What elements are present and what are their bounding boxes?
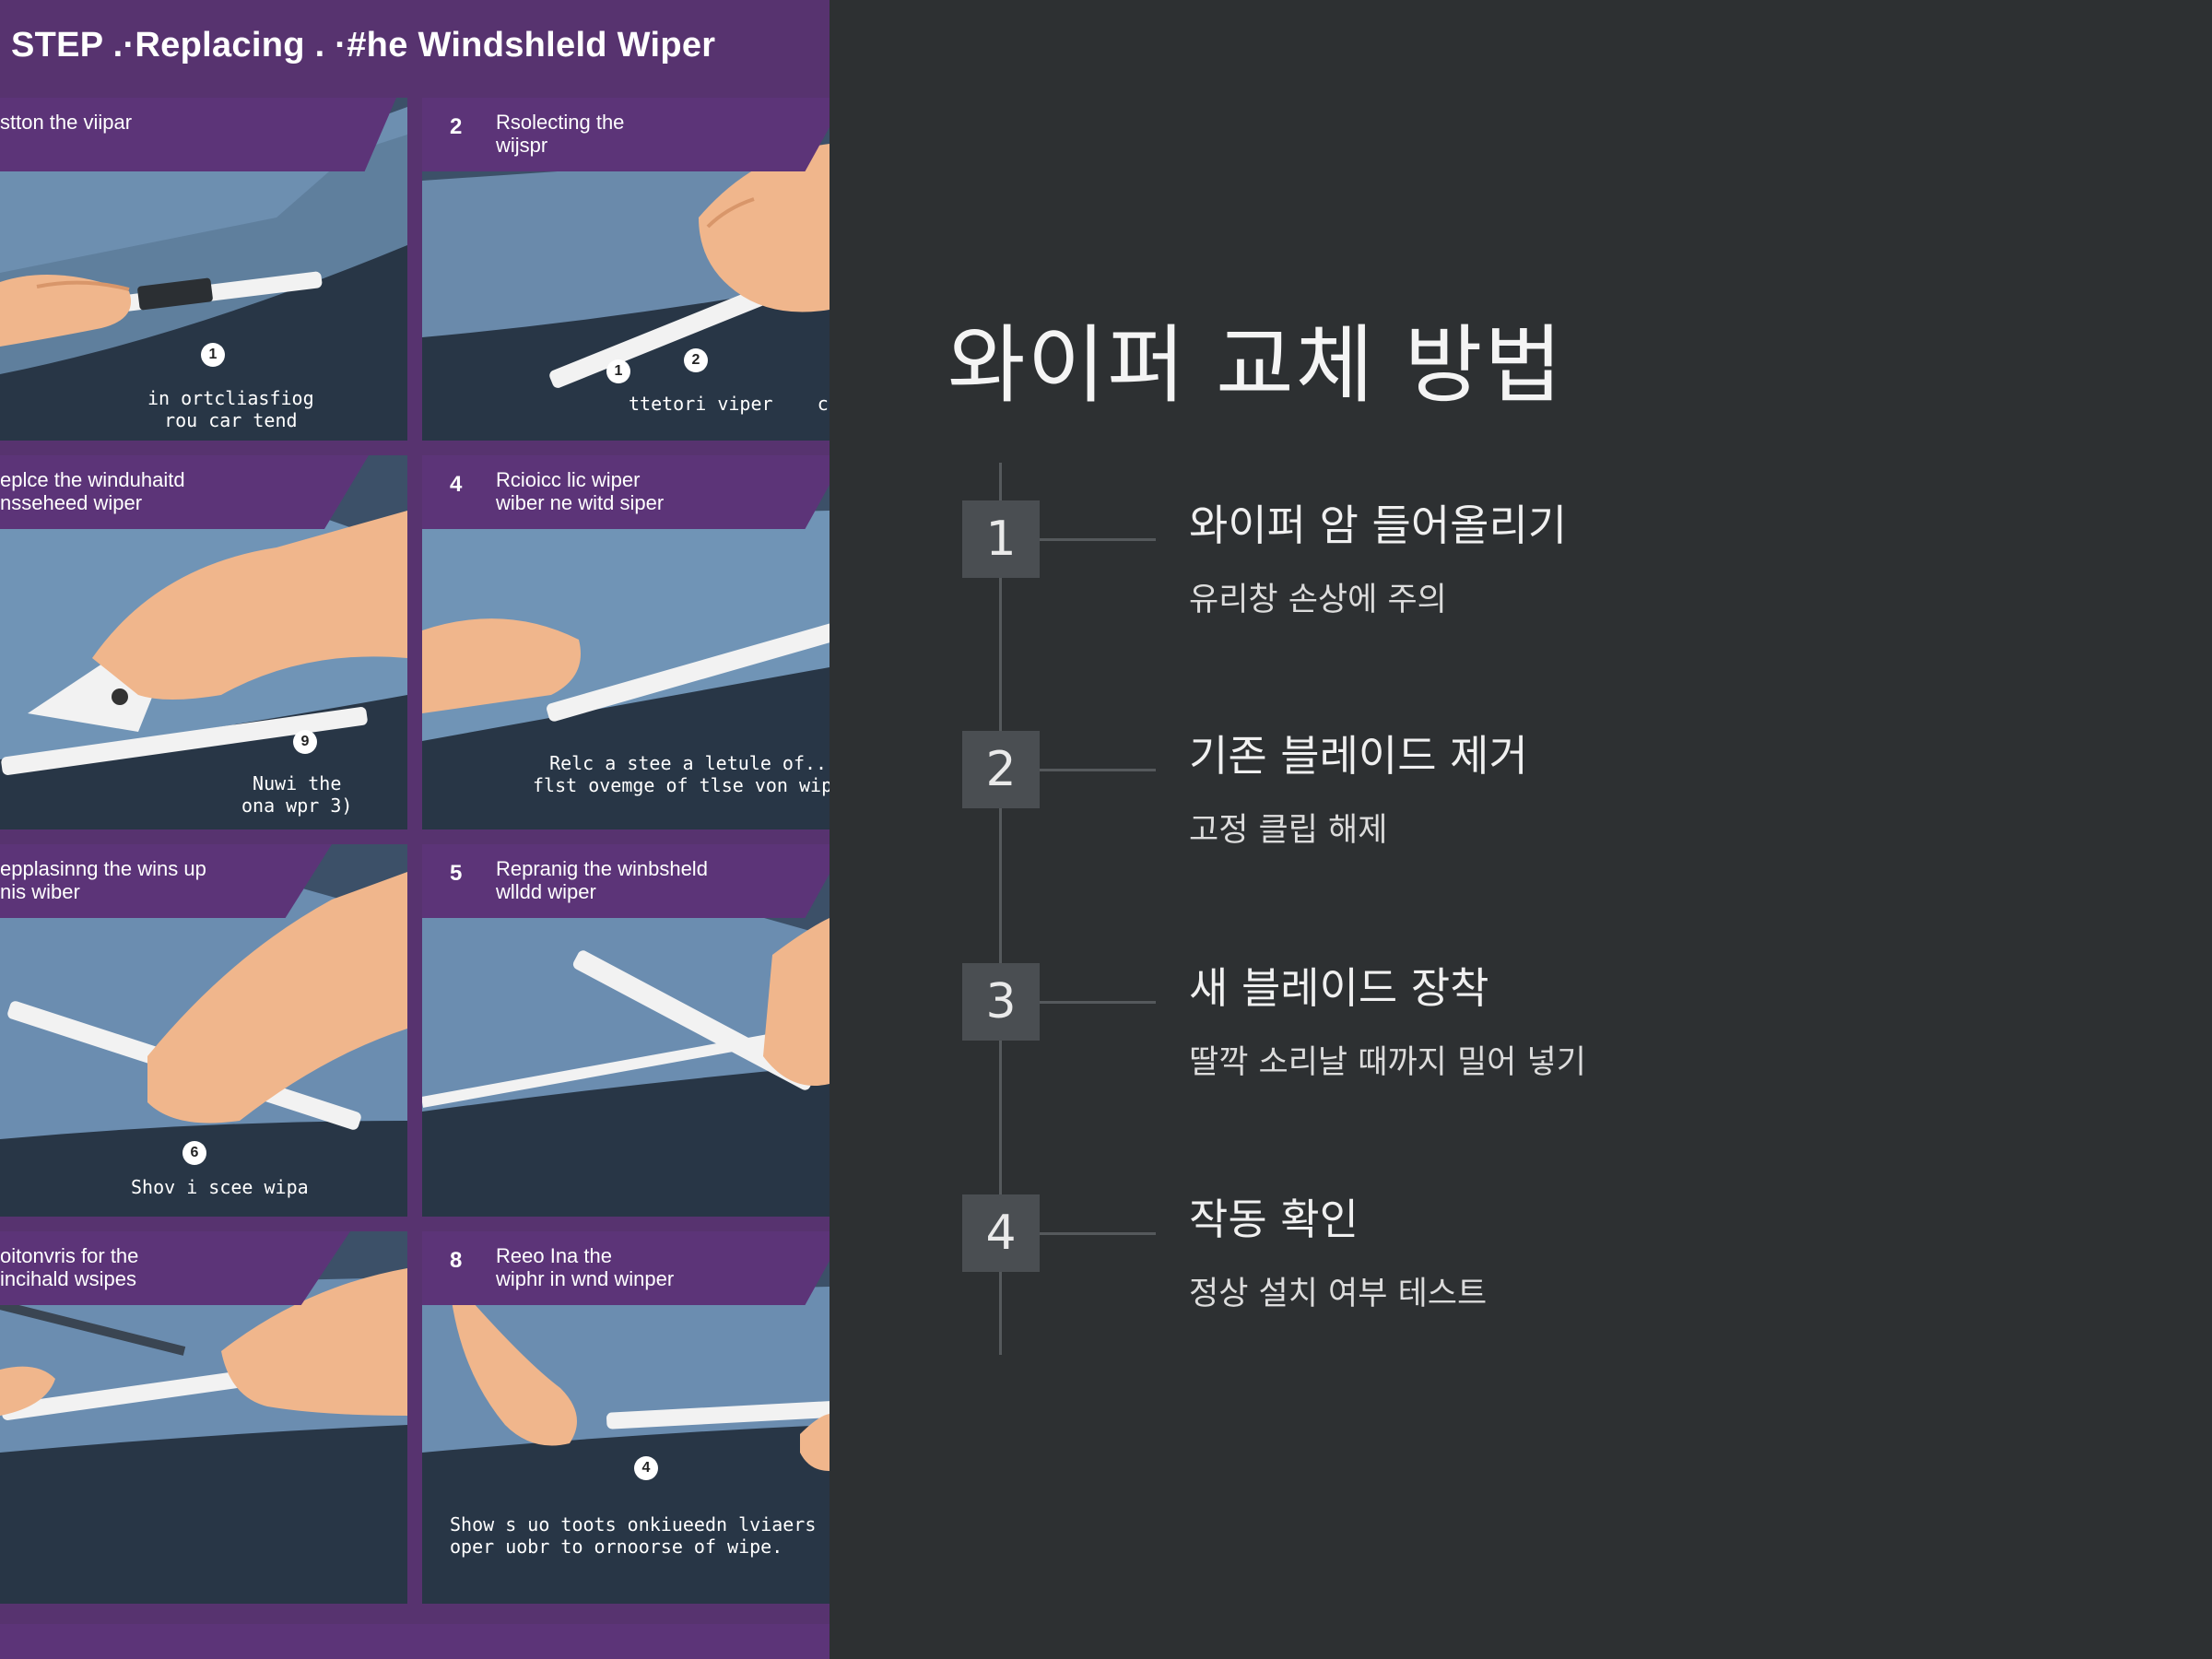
panel-8-number: 8 — [450, 1248, 463, 1273]
poster-panel-1: stton the viipar 1 in ortcliasfiog rou c… — [0, 98, 407, 441]
poster-panel-7: oitonvris for the incihald wsipes — [0, 1231, 407, 1604]
step-number-badge-1: 1 — [962, 500, 1040, 578]
poster-panel-5: epplasinng the wins up nis wiber 6 Shov … — [0, 844, 407, 1217]
panel-5-header: epplasinng the wins up nis wiber — [0, 857, 206, 903]
poster-panel-2: 2 Rsolecting the wijspr 1 2 ttetori vipe… — [422, 98, 830, 441]
step-connector — [1040, 1001, 1156, 1004]
step-number-badge-4: 4 — [962, 1194, 1040, 1272]
step-marker-circle-icon: 4 — [634, 1456, 658, 1480]
panel-6-header: Repranig the winbsheld wlldd wiper — [496, 857, 708, 903]
step-marker-circle-icon: 9 — [293, 730, 317, 754]
panel-4-caption: Relc a stee a letule of.. flst ovemge of… — [533, 752, 830, 796]
step-description-4: 정상 설치 여부 테스트 — [1189, 1276, 1488, 1312]
step-marker-circle-icon: 6 — [182, 1141, 206, 1165]
panel-2-caption: ttetori viper com — [629, 393, 830, 415]
wiper-illustration-5 — [0, 844, 407, 1217]
poster-footer-strip — [0, 1624, 830, 1659]
step-title-3: 새 블레이드 장착 — [1189, 963, 1489, 1013]
step-marker-circle-icon: 1 — [201, 343, 225, 367]
step-title-4: 작동 확인 — [1189, 1194, 1359, 1244]
poster-panel-6: 5 Repranig the winbsheld wlldd wiper — [422, 844, 830, 1217]
step-title-1: 와이퍼 암 들어올리기 — [1189, 500, 1568, 550]
panel-3-caption: Nuwi the ona wpr 3) — [241, 772, 353, 817]
step-connector — [1040, 538, 1156, 541]
step-marker-circle-icon: 1 — [606, 359, 630, 383]
poster-panel-4: 4 Rcioicc lic wiper wiber ne witd siper … — [422, 455, 830, 830]
page-title: 와이퍼 교체 방법 — [947, 316, 1564, 415]
panel-8-caption: Show s uo toots onkiueedn lviaers oper u… — [450, 1513, 817, 1558]
panel-4-header: Rcioicc lic wiper wiber ne witd siper — [496, 468, 665, 514]
step-connector — [1040, 1232, 1156, 1235]
step-marker-circle-icon: 2 — [684, 348, 708, 372]
step-connector — [1040, 769, 1156, 771]
step-number-badge-3: 3 — [962, 963, 1040, 1041]
step-description-3: 딸깍 소리날 때까지 밀어 넣기 — [1189, 1044, 1586, 1081]
panel-5-caption: Shov i scee wipa — [131, 1176, 309, 1198]
panel-2-header: Rsolecting the wijspr — [496, 111, 625, 157]
timeline-line — [999, 463, 1002, 1355]
panel-2-number: 2 — [450, 114, 463, 139]
wiper-illustration-6 — [422, 844, 830, 1217]
panel-7-header: oitonvris for the incihald wsipes — [0, 1244, 139, 1290]
step-number-badge-2: 2 — [962, 731, 1040, 808]
panel-4-number: 4 — [450, 472, 463, 497]
step-description-1: 유리창 손상에 주의 — [1189, 582, 1447, 618]
poster-title: STEP .·Replacing . ·#he Windshleld Wiper — [11, 26, 716, 65]
panel-8-header: Reeo Ina the wiphr in wnd winper — [496, 1244, 675, 1290]
instruction-poster: STEP .·Replacing . ·#he Windshleld Wiper… — [0, 0, 830, 1659]
panel-1-caption: in ortcliasfiog rou car tend — [147, 387, 314, 431]
step-description-2: 고정 클립 해제 — [1189, 812, 1388, 849]
panel-1-header: stton the viipar — [0, 111, 133, 134]
poster-panel-3: eplce the winduhaitd nsseheed wiper 9 Nu… — [0, 455, 407, 830]
panel-6-number: 5 — [450, 861, 463, 886]
step-title-2: 기존 블레이드 제거 — [1189, 731, 1528, 781]
panel-3-header: eplce the winduhaitd nsseheed wiper — [0, 468, 185, 514]
poster-panel-8: 8 Reeo Ina the wiphr in wnd winper 4 Sho… — [422, 1231, 830, 1604]
